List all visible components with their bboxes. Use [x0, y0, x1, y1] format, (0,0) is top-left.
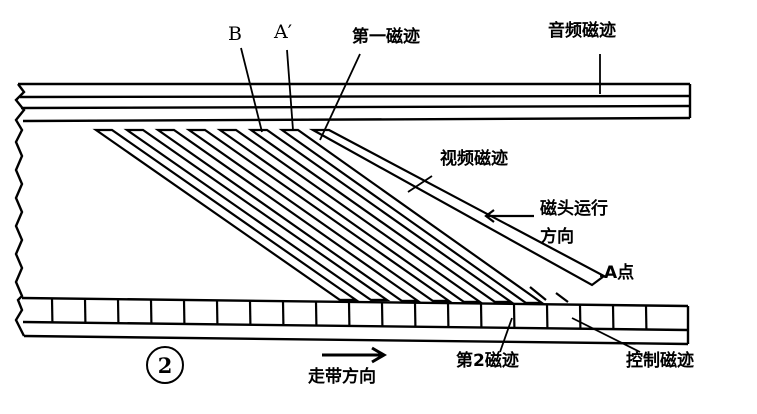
label-tape-direction: 走带方向 [308, 367, 376, 387]
label-a-prime-point: A′ [274, 21, 293, 43]
label-a-point: A点 [604, 263, 635, 283]
label-control-track: 控制磁迹 [626, 351, 694, 371]
figure-number: 2 [146, 346, 184, 384]
head-direction-arrow [484, 209, 534, 223]
tape-direction-arrow [322, 346, 387, 364]
label-head-direction-line2: 方向 [540, 227, 574, 247]
label-head-direction-line1: 磁头运行 [540, 199, 608, 219]
control-track-ticks [50, 298, 648, 330]
leader-lines [240, 47, 641, 353]
label-first-track: 第一磁迹 [352, 27, 420, 47]
label-video-track: 视频磁迹 [440, 149, 508, 169]
video-track-feet [340, 286, 569, 305]
tape-body [14, 82, 692, 346]
label-audio-track: 音频磁迹 [548, 21, 616, 41]
label-second-track: 第2磁迹 [456, 351, 519, 371]
label-b-point: B [228, 23, 242, 45]
